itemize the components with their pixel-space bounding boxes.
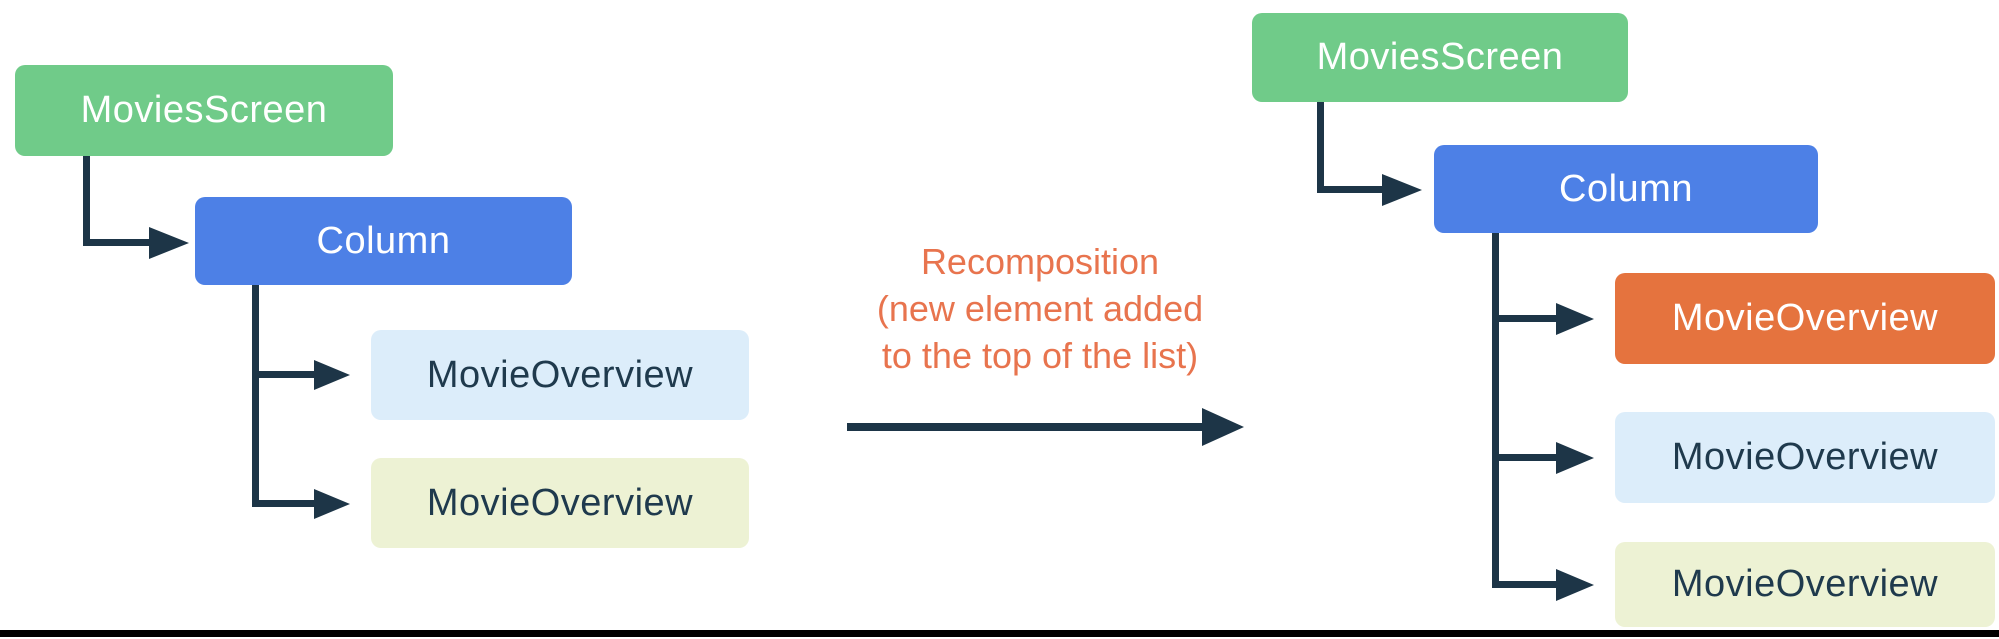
arrowhead-icon — [1556, 442, 1594, 474]
connector-branch-line — [1492, 315, 1556, 322]
arrowhead-icon — [1202, 408, 1244, 446]
arrowhead-icon — [1382, 174, 1422, 206]
node-moviesscreen: MoviesScreen — [1252, 13, 1628, 102]
caption-line-1: Recomposition — [920, 241, 1160, 282]
node-movieoverview-2: MovieOverview — [1615, 542, 1995, 627]
arrowhead-icon — [149, 227, 189, 259]
arrowhead-icon — [1556, 569, 1594, 601]
arrowhead-icon — [314, 360, 350, 390]
node-moviesscreen: MoviesScreen — [15, 65, 393, 156]
connector-branch-line — [252, 500, 314, 507]
connector-elbow-line — [1317, 102, 1324, 193]
recomposition-arrow-line — [847, 423, 1202, 431]
connector-elbow-line — [1317, 186, 1382, 193]
connector-branch-line — [1492, 581, 1556, 588]
arrowhead-icon — [1556, 303, 1594, 335]
connector-branch-line — [1492, 454, 1556, 461]
node-column: Column — [1434, 145, 1818, 233]
connector-trunk-line — [252, 285, 259, 507]
node-movieoverview-1: MovieOverview — [371, 330, 749, 420]
node-movieoverview-new: MovieOverview — [1615, 273, 1995, 364]
node-movieoverview-2: MovieOverview — [371, 458, 749, 548]
bottom-border-bar — [0, 630, 1999, 637]
connector-branch-line — [252, 371, 314, 378]
caption-line-3: to the top of the list) — [881, 335, 1199, 376]
connector-trunk-line — [1492, 233, 1499, 588]
recomposition-caption: Recomposition (new element added to the … — [790, 238, 1290, 379]
connector-elbow-line — [83, 156, 90, 246]
node-movieoverview-1: MovieOverview — [1615, 412, 1995, 503]
node-column: Column — [195, 197, 572, 285]
arrowhead-icon — [314, 489, 350, 519]
connector-elbow-line — [83, 239, 149, 246]
caption-line-2: (new element added — [876, 288, 1204, 329]
